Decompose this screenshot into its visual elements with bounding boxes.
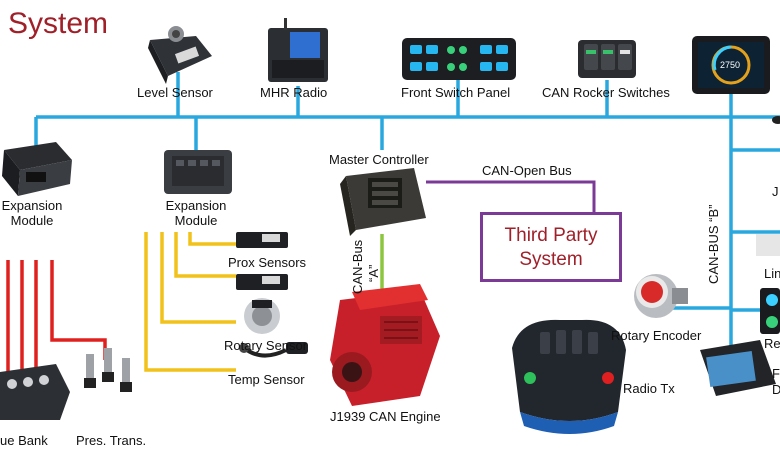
pres-trans-label: Pres. Trans.	[76, 433, 147, 448]
valve-bank-device	[0, 364, 70, 420]
can-open-wire	[426, 180, 596, 212]
prox-sensors-label: Prox Sensors	[228, 255, 307, 270]
radio-tx-label: Radio Tx	[623, 381, 675, 396]
right-cut-label-4: F	[772, 366, 780, 381]
right-cut-label-5: D	[772, 382, 780, 397]
level-sensor-device	[148, 26, 212, 84]
level-sensor-label: Level Sensor	[137, 85, 213, 100]
yellow-wires	[144, 232, 236, 372]
right-cut-label-3: Re	[764, 336, 780, 351]
temp-sensor-label: Temp Sensor	[228, 372, 305, 387]
expansion-module-mid-label-2: Module	[174, 213, 218, 228]
expansion-module-left-device	[2, 142, 72, 196]
third-party-label-1: Third Party	[504, 225, 598, 246]
prox-sensors-device	[236, 232, 288, 290]
master-controller-label: Master Controller	[329, 152, 429, 167]
page-title: System	[8, 7, 109, 40]
front-switch-panel-device	[402, 38, 516, 80]
rotary-sensor-label: Rotary Sensor	[224, 338, 308, 353]
master-controller-device	[340, 168, 426, 236]
expansion-module-mid-label-1: Expansion	[165, 198, 227, 213]
can-bus-b-label: CAN-BUS “B”	[706, 204, 721, 284]
rotary-sensor-device	[244, 298, 280, 334]
temp-sensor-device	[239, 342, 308, 358]
can-bus-a-label-2: “A”	[366, 264, 381, 282]
valve-bank-label: ue Bank	[0, 433, 48, 448]
third-party-system-box: Third Party System	[480, 212, 622, 282]
can-bus-main	[34, 72, 780, 368]
expansion-module-left-label-2: Module	[10, 213, 54, 228]
mhr-radio-device	[268, 18, 328, 82]
pressure-transducers-device	[84, 348, 132, 392]
j1939-engine-label: J1939 CAN Engine	[330, 409, 441, 424]
right-partial-devices	[700, 116, 780, 396]
display-device	[692, 36, 770, 94]
rotary-encoder-label: Rotary Encoder	[611, 328, 702, 343]
front-switch-panel-label: Front Switch Panel	[401, 85, 511, 100]
right-cut-label-2: Lin	[764, 266, 780, 281]
radio-tx-device	[512, 319, 626, 434]
can-rocker-switches-device	[578, 40, 636, 78]
mhr-radio-label: MHR Radio	[260, 85, 328, 100]
rotary-encoder-device	[634, 274, 688, 318]
expansion-module-mid-device	[164, 150, 232, 194]
engine-device	[330, 284, 440, 406]
can-open-bus-label: CAN-Open Bus	[482, 163, 572, 178]
third-party-label-2: System	[519, 249, 583, 270]
display-readout: 2750	[720, 60, 741, 70]
can-bus-a-label-1: CAN-Bus	[350, 239, 365, 294]
can-rocker-switches-label: CAN Rocker Switches	[542, 85, 670, 100]
right-cut-label-1: J	[772, 184, 779, 199]
expansion-module-left-label-1: Expansion	[1, 198, 63, 213]
